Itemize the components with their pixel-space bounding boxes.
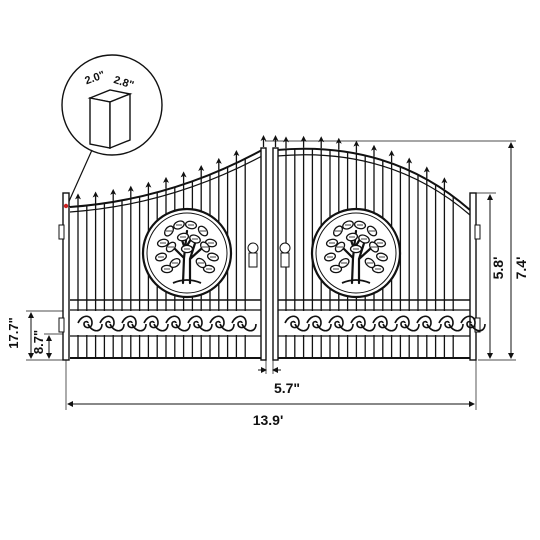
spear-finial-icon	[127, 185, 134, 198]
hinge-icon	[58, 224, 65, 240]
spear-finials	[75, 135, 448, 206]
bottom-section-label: 17.7"	[6, 317, 21, 348]
spear-finial-icon	[272, 135, 279, 147]
hinge-icon	[58, 317, 65, 333]
gate-latch-icon	[247, 242, 291, 268]
spear-finial-icon	[145, 181, 152, 194]
spear-finial-icon	[163, 176, 169, 189]
tree-of-life-medallion-right	[310, 207, 402, 299]
spear-finial-icon	[110, 188, 117, 201]
spear-finial-icon	[335, 137, 342, 150]
spear-finial-icon	[283, 136, 289, 149]
post-depth-label: 2.8"	[112, 74, 135, 92]
spear-finial-icon	[180, 171, 187, 184]
gate	[58, 135, 486, 361]
spear-finial-icon	[371, 144, 377, 157]
post-detail-circle	[61, 54, 163, 156]
left-leaf-center-stile	[260, 147, 267, 361]
spear-finial-icon	[233, 150, 240, 163]
spear-finial-icon	[388, 150, 395, 163]
spear-finial-icon	[423, 166, 430, 179]
right-post	[469, 192, 477, 361]
total-width-label: 13.9'	[253, 412, 284, 428]
spear-finial-icon	[353, 140, 360, 153]
spear-finial-icon	[441, 177, 448, 190]
post-marker	[63, 203, 69, 209]
left-post	[62, 192, 70, 361]
total-height-label: 7.4'	[513, 257, 529, 280]
scroll-band	[72, 311, 486, 335]
post-width-label: 2.0"	[83, 69, 106, 87]
dimension-lines: 7.4' 5.8' 17.7" 8.7" 5.7" 13.9'	[6, 140, 529, 428]
spear-finial-icon	[260, 135, 267, 147]
spear-finial-icon	[75, 193, 81, 206]
spear-finial-icon	[406, 157, 413, 170]
spear-finial-icon	[318, 136, 325, 149]
hinge-icon	[474, 224, 481, 240]
right-leaf-center-stile	[272, 147, 279, 361]
callout-leader-line	[64, 149, 93, 212]
tree-of-life-medallion-left	[141, 207, 233, 299]
left-leaf-top-rail	[69, 149, 263, 208]
spear-finial-icon	[215, 157, 222, 170]
side-height-label: 5.8'	[490, 257, 506, 280]
spear-finial-icon	[300, 135, 307, 148]
bottom-gap-label: 8.7"	[31, 330, 46, 354]
spear-finial-icon	[198, 165, 205, 178]
center-gap-label: 5.7"	[274, 380, 300, 396]
spear-finial-icon	[92, 191, 99, 204]
